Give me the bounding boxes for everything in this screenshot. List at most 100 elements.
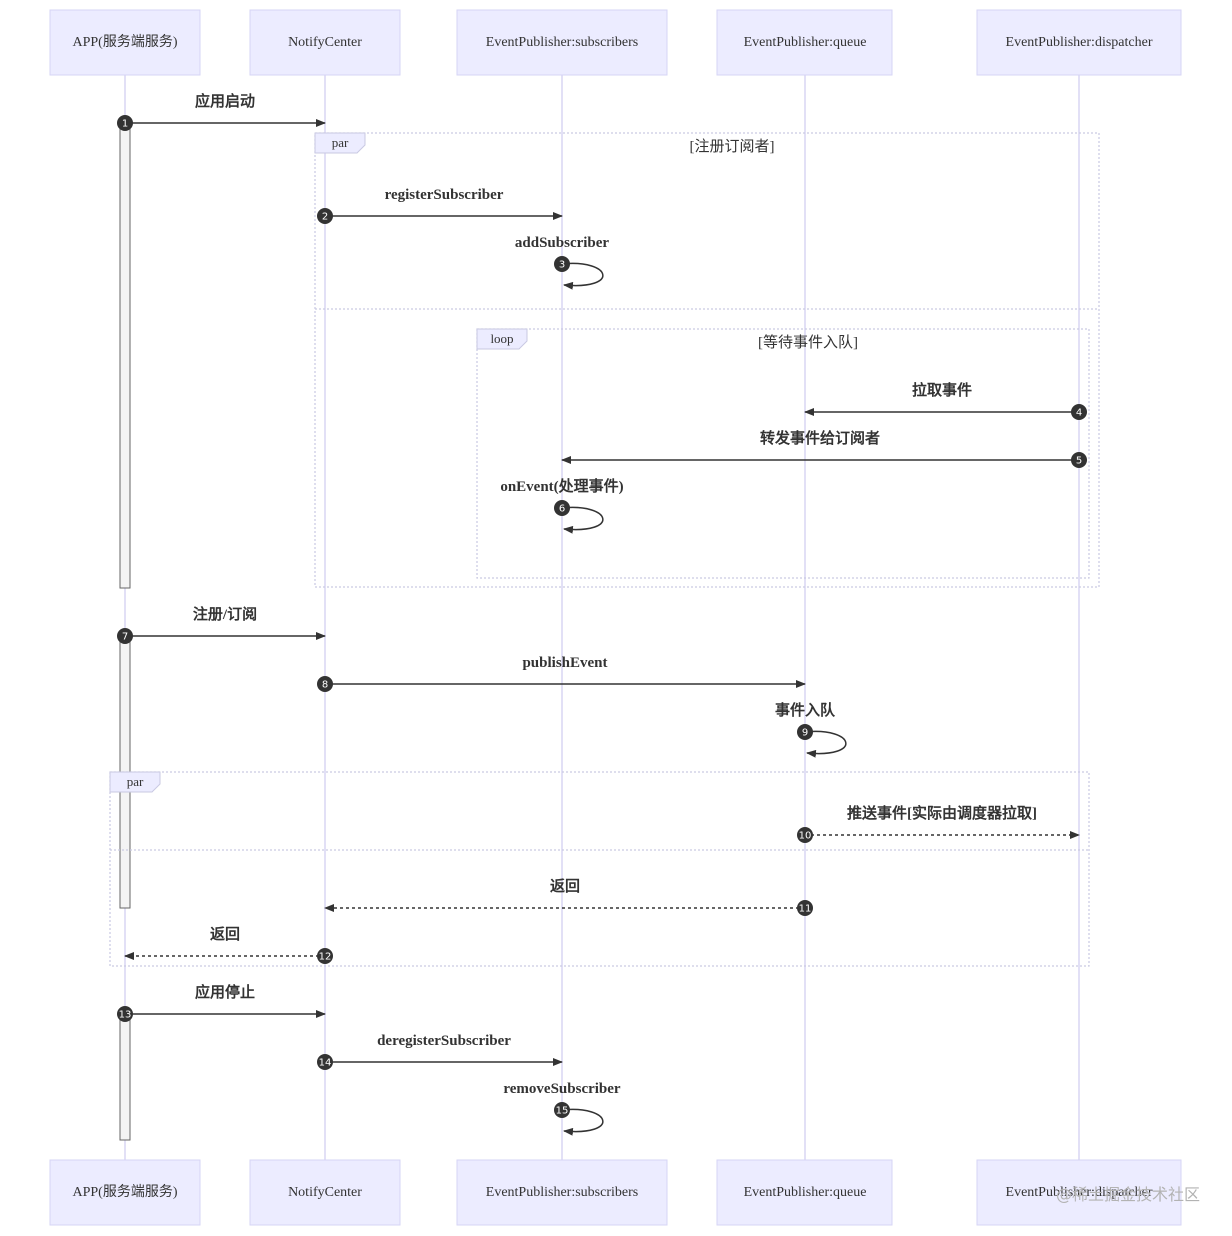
message-label: 返回 — [210, 925, 240, 943]
actor-box — [716, 9, 893, 76]
actor-app: APP(服务端服务) — [49, 9, 201, 76]
message-label: 拉取事件 — [912, 381, 972, 399]
activation-bar — [119, 122, 131, 589]
sequence-number: 7 — [122, 632, 128, 643]
actors-top: APP(服务端服务) NotifyCenter EventPublisher:s… — [49, 9, 1182, 76]
frame-par-publish: par — [109, 771, 1090, 967]
actor-dispatcher: EventPublisher:dispatcher — [976, 9, 1182, 76]
sequence-number-badge — [117, 628, 133, 644]
sequence-number: 2 — [322, 212, 328, 223]
message-4: 拉取事件 4 — [804, 381, 1087, 420]
actor-subscribers: EventPublisher:subscribers — [456, 1159, 668, 1226]
actor-box — [976, 9, 1182, 76]
actor-box — [456, 9, 668, 76]
message-12: 返回 12 — [124, 925, 333, 964]
actor-label: APP(服务端服务) — [72, 1184, 177, 1200]
actor-dispatcher: EventPublisher:dispatcher — [976, 1159, 1182, 1226]
sequence-number-badge — [797, 900, 813, 916]
frame-title: [等待事件入队] — [758, 333, 858, 351]
sequence-number-badge — [1071, 452, 1087, 468]
message-label: removeSubscriber — [503, 1081, 621, 1097]
message-label: 转发事件给订阅者 — [760, 429, 880, 447]
message-label: 返回 — [550, 877, 580, 895]
actor-box — [249, 1159, 401, 1226]
actor-app: APP(服务端服务) — [49, 1159, 201, 1226]
message-label: onEvent(处理事件) — [500, 477, 623, 495]
sequence-number: 4 — [1076, 408, 1082, 419]
frame-title: [注册订阅者] — [690, 138, 775, 155]
actor-label: EventPublisher:queue — [744, 1185, 867, 1200]
actor-queue: EventPublisher:queue — [716, 9, 893, 76]
message-label: registerSubscriber — [385, 187, 504, 203]
actor-label: EventPublisher:queue — [744, 35, 867, 50]
activation-bar — [119, 1013, 131, 1141]
message-arrow — [561, 506, 604, 534]
frame-tab — [314, 132, 366, 154]
frame-par-register: par [注册订阅者] — [314, 132, 1100, 588]
actor-box — [456, 1159, 668, 1226]
actor-label: EventPublisher:dispatcher — [1006, 1185, 1153, 1200]
sequence-number-badge — [554, 256, 570, 272]
actor-label: EventPublisher:subscribers — [486, 35, 638, 50]
actor-label: EventPublisher:subscribers — [486, 1185, 638, 1200]
actor-box — [49, 9, 201, 76]
frame-border — [314, 132, 1100, 588]
message-10: 推送事件[实际由调度器拉取] 10 — [797, 804, 1080, 843]
actor-label: APP(服务端服务) — [72, 34, 177, 50]
message-7: 注册/订阅 7 — [117, 605, 326, 644]
frame-kind-label: par — [332, 135, 349, 150]
actor-label: EventPublisher:dispatcher — [1006, 35, 1153, 50]
actor-queue: EventPublisher:queue — [716, 1159, 893, 1226]
frame-kind-label: par — [127, 774, 144, 789]
frame-loop: loop [等待事件入队] — [476, 328, 1090, 579]
actor-notifycenter: NotifyCenter — [249, 9, 401, 76]
message-label: publishEvent — [522, 655, 607, 671]
sequence-number: 15 — [556, 1106, 569, 1117]
sequence-number: 13 — [119, 1010, 132, 1021]
sequence-number: 9 — [802, 728, 808, 739]
message-13: 应用停止 13 — [117, 983, 326, 1022]
message-14: deregisterSubscriber 14 — [317, 1033, 563, 1070]
actors-bottom: APP(服务端服务) NotifyCenter EventPublisher:s… — [49, 1159, 1182, 1226]
message-arrow — [561, 262, 604, 290]
watermark: @稀土掘金技术社区 — [1056, 1185, 1200, 1204]
messages: 应用启动 1 registerSubscriber 2 addSubscribe… — [117, 92, 1087, 1136]
message-1: 应用启动 1 — [117, 92, 326, 131]
message-15: removeSubscriber 15 — [503, 1081, 621, 1136]
message-label: 应用停止 — [195, 983, 255, 1001]
sequence-number-badge — [317, 208, 333, 224]
sequence-number: 5 — [1076, 456, 1082, 467]
actor-box — [249, 9, 401, 76]
lifelines — [124, 75, 1080, 1160]
sequence-number-badge — [554, 1102, 570, 1118]
message-label: 注册/订阅 — [193, 605, 257, 623]
message-9: 事件入队 9 — [775, 701, 847, 758]
message-5: 转发事件给订阅者 5 — [561, 429, 1087, 468]
actor-box — [976, 1159, 1182, 1226]
actor-subscribers: EventPublisher:subscribers — [456, 9, 668, 76]
message-label: 事件入队 — [775, 701, 836, 719]
message-label: 应用启动 — [195, 92, 255, 110]
sequence-number-badge — [797, 827, 813, 843]
message-label: addSubscriber — [515, 235, 610, 251]
sequence-number-badge — [797, 724, 813, 740]
message-3: addSubscriber 3 — [515, 235, 610, 290]
actor-label: NotifyCenter — [288, 35, 362, 50]
sequence-number-badge — [317, 948, 333, 964]
sequence-number: 1 — [122, 119, 128, 130]
actor-box — [716, 1159, 893, 1226]
sequence-number-badge — [317, 676, 333, 692]
sequence-number: 10 — [799, 831, 812, 842]
message-11: 返回 11 — [324, 877, 813, 916]
sequence-number-badge — [554, 500, 570, 516]
sequence-number: 6 — [559, 504, 565, 515]
message-8: publishEvent 8 — [317, 655, 806, 692]
sequence-number: 3 — [559, 260, 565, 271]
frame-tab — [476, 328, 528, 350]
sequence-number: 8 — [322, 680, 328, 691]
frame-border — [476, 328, 1090, 579]
sequence-number: 14 — [319, 1058, 332, 1069]
message-label: deregisterSubscriber — [377, 1033, 511, 1049]
message-6: onEvent(处理事件) 6 — [500, 477, 624, 534]
frame-border — [109, 771, 1090, 967]
